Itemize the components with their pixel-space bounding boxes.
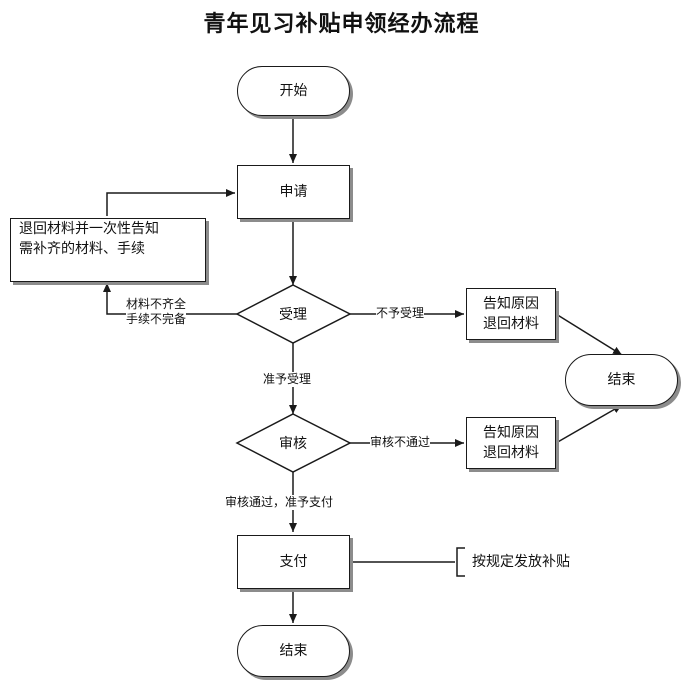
end-bottom-node: 结束	[237, 625, 350, 677]
edge-label-incomplete: 材料不齐全 手续不完备	[126, 297, 187, 327]
reject-accept-line1: 告知原因	[483, 296, 539, 312]
edge-reject2-end	[555, 404, 623, 444]
pay-note-bracket	[456, 547, 465, 577]
review-label: 审核	[279, 436, 307, 452]
edge-label-review-fail: 审核不通过	[370, 435, 431, 450]
review-diamond	[235, 413, 352, 473]
page-title: 青年见习补贴申领经办流程	[203, 12, 480, 37]
edge-return-apply	[106, 189, 235, 216]
reject-review-box: 告知原因 退回材料	[466, 417, 556, 469]
apply-node: 申请	[237, 165, 350, 219]
reject-review-line2: 退回材料	[483, 445, 539, 461]
pay-note: 按规定发放补贴	[472, 554, 570, 570]
edge-reject1-end	[555, 313, 623, 356]
accept-diamond	[235, 284, 352, 344]
return-note-line2: 需补齐的材料、手续	[19, 241, 145, 257]
edge-label-review-pass: 审核通过，准予支付	[225, 495, 334, 510]
end-right-node: 结束	[565, 354, 678, 406]
accept-label: 受理	[279, 307, 307, 323]
edge-label-accepted: 准予受理	[263, 372, 312, 387]
edge-accept-return	[103, 283, 237, 315]
return-note-line1: 退回材料并一次性告知	[19, 221, 159, 237]
reject-accept-box: 告知原因 退回材料	[466, 288, 556, 340]
return-materials-note: 退回材料并一次性告知 需补齐的材料、手续	[10, 218, 206, 282]
edge-label-not-accepted: 不予受理	[376, 306, 425, 321]
start-node: 开始	[237, 66, 350, 116]
reject-accept-line2: 退回材料	[483, 316, 539, 332]
incomplete-line2: 手续不完备	[126, 312, 187, 326]
reject-review-line1: 告知原因	[483, 425, 539, 441]
pay-node: 支付	[237, 535, 350, 589]
incomplete-line1: 材料不齐全	[126, 297, 187, 311]
